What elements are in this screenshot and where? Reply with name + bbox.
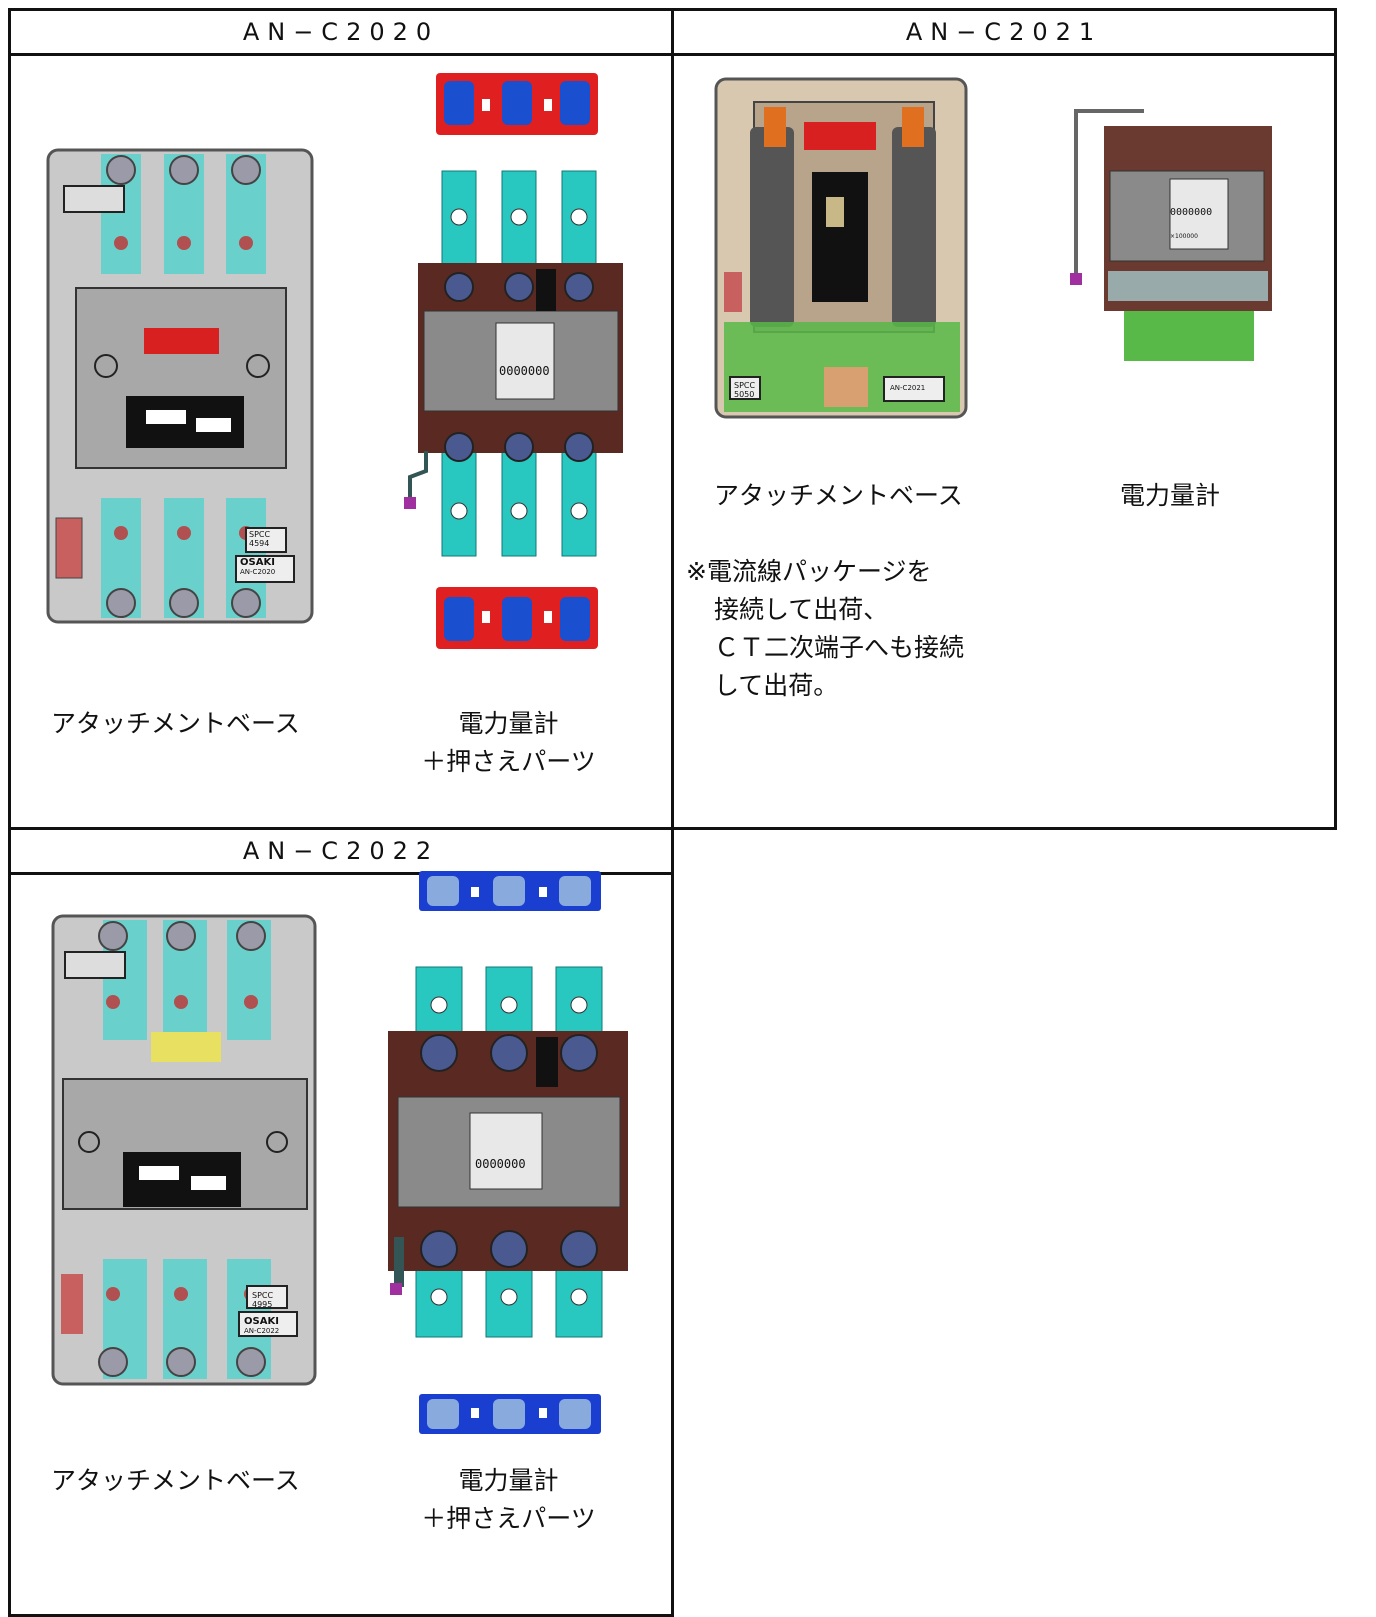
note-line4: して出荷。	[714, 671, 839, 700]
meter-display-an-c2022: 0000000	[475, 1157, 526, 1171]
base-code-an-c2022: AN-C2022	[244, 1327, 280, 1335]
meter-label-line2-an-c2022: ＋押さえパーツ	[421, 1504, 596, 1533]
meter-label-line1-an-c2022: 電力量計	[458, 1466, 559, 1495]
attachment-base-image-an-c2022	[51, 914, 317, 1386]
meter-label-line1-an-c2020: 電力量計	[458, 709, 559, 738]
meter-label-an-c2022: 電力量計 ＋押さえパーツ	[391, 1462, 626, 1538]
cell-title-an-c2020: AN−C2020	[11, 11, 671, 56]
meter-image-an-c2020	[404, 170, 623, 557]
attachment-base-image-an-c2020	[46, 148, 314, 624]
meter-multiplier-an-c2021: ×100000	[1170, 233, 1198, 240]
base-code-an-c2021: AN-C2021	[890, 384, 926, 392]
meter-image-an-c2021	[1070, 109, 1272, 361]
meter-display-an-c2020: 0000000	[499, 364, 550, 378]
attachment-base-label-an-c2020: アタッチメントベース	[51, 709, 300, 738]
attachment-base-label-an-c2021: アタッチメントベース	[714, 481, 963, 510]
note-line3: ＣＴ二次端子へも接続	[714, 633, 965, 662]
meter-image-an-c2022	[388, 966, 628, 1338]
meter-display-an-c2021: 0000000	[1170, 207, 1213, 218]
note-line2: 接続して出荷、	[714, 595, 889, 624]
base-mark-an-c2022: OSAKI	[244, 1316, 279, 1327]
attachment-base-image-an-c2021	[714, 77, 968, 419]
meter-label-line2-an-c2020: ＋押さえパーツ	[421, 747, 596, 776]
base-code-an-c2020: AN-C2020	[240, 568, 276, 576]
cell-title-an-c2021: AN−C2021	[674, 11, 1334, 56]
meter-label-an-c2021: 電力量計	[1120, 481, 1221, 510]
note-an-c2021: ※電流線パッケージを 接続して出荷、 ＣＴ二次端子へも接続 して出荷。	[686, 553, 964, 705]
note-line1: ※電流線パッケージを	[686, 557, 932, 586]
meter-label-an-c2020: 電力量計 ＋押さえパーツ	[391, 705, 626, 781]
clamp-part-top-an-c2022	[419, 871, 601, 911]
clamp-part-top-an-c2020	[436, 73, 598, 135]
clamp-part-bottom-an-c2022	[419, 1394, 601, 1434]
attachment-base-label-an-c2022: アタッチメントベース	[51, 1466, 300, 1495]
cell-title-an-c2022: AN−C2022	[11, 830, 671, 875]
base-mark-an-c2020: OSAKI	[240, 557, 275, 568]
clamp-part-bottom-an-c2020	[436, 587, 598, 649]
